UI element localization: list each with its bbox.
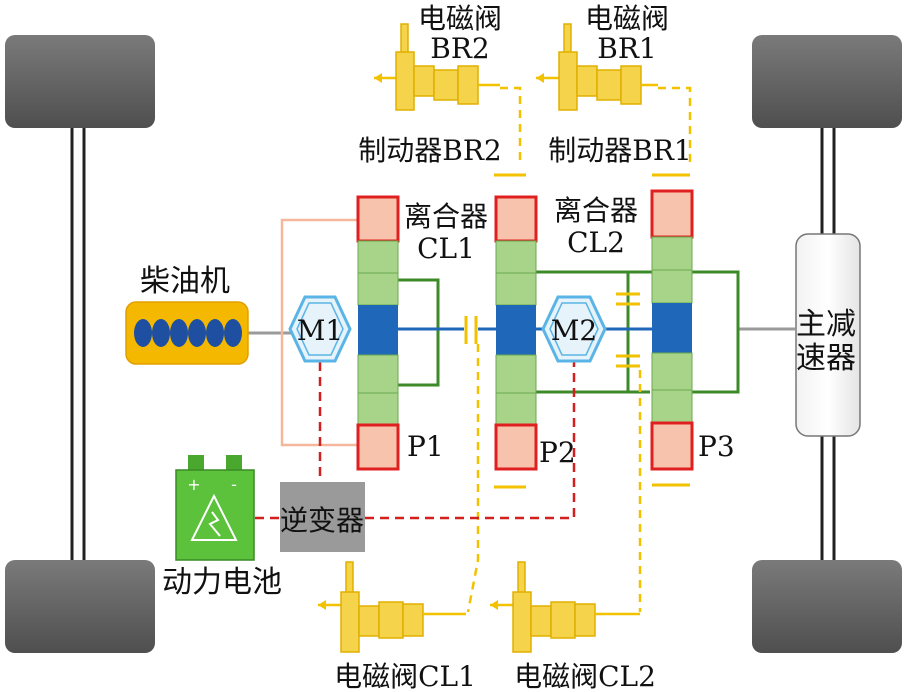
motor-m2-label: M2 bbox=[551, 314, 597, 347]
p3-planet-bottom bbox=[651, 352, 693, 424]
solenoid-valve-cl1 bbox=[318, 561, 466, 653]
hydraulic-lines bbox=[466, 86, 692, 613]
final-drive-label-line2: 速器 bbox=[796, 341, 856, 376]
p2-sun bbox=[496, 305, 536, 355]
valve-cl1-label: 电磁阀CL1 bbox=[334, 660, 476, 692]
p2-ring-top bbox=[494, 195, 538, 243]
planetary-p1 bbox=[356, 195, 400, 471]
valve-br2-label-line1: 电磁阀 bbox=[418, 2, 502, 35]
final-drive bbox=[795, 233, 861, 437]
inverter-label: 逆变器 bbox=[280, 504, 364, 537]
valve-br1-label-line2: BR1 bbox=[597, 32, 656, 65]
p1-sun bbox=[358, 305, 398, 355]
planetary-p1-label: P1 bbox=[407, 430, 444, 463]
motor-m1-label: M1 bbox=[297, 314, 343, 347]
clutch-cl2-label-line1: 离合器 bbox=[554, 194, 638, 227]
inverter bbox=[280, 482, 365, 552]
wheel-top-right bbox=[752, 35, 902, 128]
power-battery: + - bbox=[175, 455, 255, 561]
solenoid-valve-br2 bbox=[374, 23, 500, 111]
p2-planet-bottom bbox=[495, 354, 537, 426]
motor-m2: M2 bbox=[541, 295, 607, 363]
p2-ring-bottom bbox=[494, 423, 538, 471]
battery-warning-icon bbox=[190, 493, 238, 541]
wheel-bottom-left bbox=[5, 560, 155, 653]
clutch-cl2-plates bbox=[616, 292, 640, 368]
battery-plus-sign: + bbox=[187, 475, 200, 494]
clutch-cl1-plates bbox=[464, 316, 478, 344]
diesel-engine bbox=[125, 301, 249, 365]
wheel-bottom-right bbox=[752, 560, 902, 653]
wheel-top-left bbox=[5, 35, 155, 128]
p3-ring-bottom bbox=[650, 421, 694, 471]
engine-label: 柴油机 bbox=[140, 264, 230, 299]
battery-minus-sign: - bbox=[231, 475, 237, 494]
clutch-cl1-label-line2: CL1 bbox=[417, 232, 475, 265]
planetary-p2-label: P2 bbox=[539, 436, 576, 469]
valve-br1-label-line1: 电磁阀 bbox=[585, 2, 669, 35]
valve-br2-label-line2: BR2 bbox=[430, 32, 489, 65]
p3-ring-top bbox=[650, 189, 694, 239]
brake-br2-label: 制动器BR2 bbox=[358, 134, 501, 167]
solenoid-valve-br1 bbox=[536, 23, 658, 111]
left-axle bbox=[70, 125, 86, 565]
p3-sun bbox=[652, 303, 692, 353]
p1-ring-bottom bbox=[356, 423, 400, 471]
planetary-p2 bbox=[494, 195, 538, 471]
green-shafts bbox=[398, 270, 740, 394]
valve-cl2-label: 电磁阀CL2 bbox=[514, 660, 656, 692]
clutch-cl2-label-line2: CL2 bbox=[567, 226, 625, 259]
solenoid-valve-cl2 bbox=[490, 561, 640, 653]
brake-br1-label: 制动器BR1 bbox=[548, 134, 691, 167]
final-drive-label-line1: 主减 bbox=[796, 307, 856, 342]
p1-ring-top bbox=[356, 195, 400, 243]
p1-planet-bottom bbox=[357, 354, 399, 426]
brake-plates bbox=[494, 173, 690, 489]
battery-label: 动力电池 bbox=[162, 565, 282, 600]
motor-m1: M1 bbox=[288, 295, 352, 363]
clutch-cl1-label-line1: 离合器 bbox=[404, 200, 488, 233]
planetary-p3 bbox=[650, 189, 694, 471]
planetary-p3-label: P3 bbox=[698, 430, 735, 463]
